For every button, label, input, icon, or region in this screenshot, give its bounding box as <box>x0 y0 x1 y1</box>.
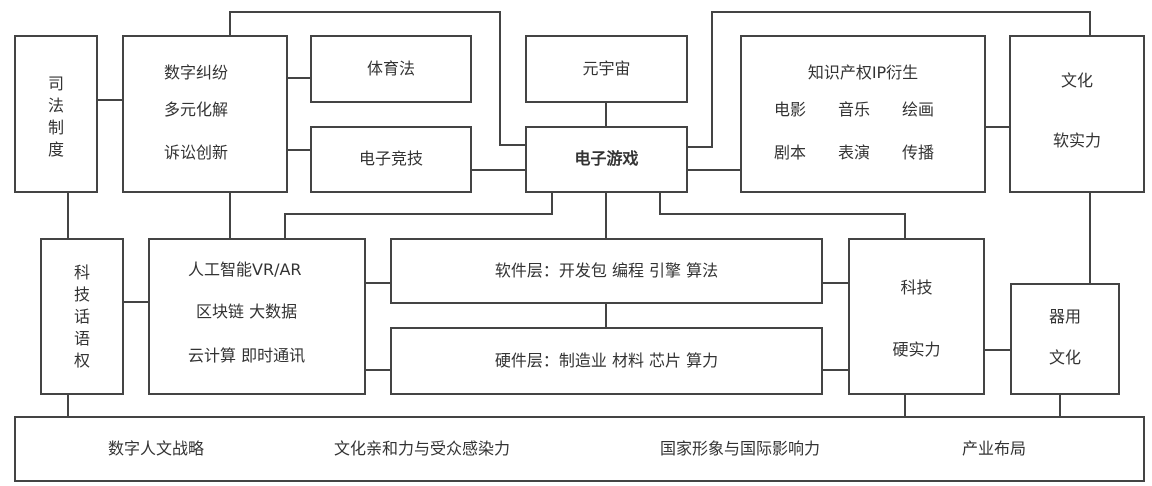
tech-discourse-label: 科技话语权 <box>73 263 90 370</box>
ip-script: 剧本 <box>774 143 807 162</box>
ip-performance: 表演 <box>838 143 871 162</box>
hard-power-line-2: 硬实力 <box>892 340 941 359</box>
legal-system-label: 司法制度 <box>47 74 64 159</box>
utility-line-1: 器用 <box>1048 307 1081 326</box>
digital-disputes-box: 数字纠纷 多元化解 诉讼创新 <box>122 35 288 193</box>
strategy-item-national-image: 国家形象与国际影响力 <box>660 439 821 458</box>
ip-painting: 绘画 <box>902 100 935 119</box>
hardware-layer-box: 硬件层：制造业 材料 芯片 算力 <box>390 327 823 395</box>
tech-discourse-box: 科技话语权 <box>40 238 124 395</box>
strategy-item-digital-humanities: 数字人文战略 <box>108 439 205 458</box>
video-games-label: 电子游戏 <box>574 149 639 168</box>
hard-power-line-1: 科技 <box>900 278 933 297</box>
software-layer-label: 软件层：开发包 编程 引擎 算法 <box>494 261 719 280</box>
digital-line-1: 数字纠纷 <box>164 63 229 82</box>
esports-label: 电子竞技 <box>358 149 423 168</box>
soft-power-line-1: 文化 <box>1060 71 1093 90</box>
cultural-soft-power-box: 文化 软实力 <box>1009 35 1145 193</box>
legal-system-box: 司法制度 <box>14 35 98 193</box>
sports-law-box: 体育法 <box>310 35 472 103</box>
ip-title: 知识产权IP衍生 <box>807 63 919 82</box>
metaverse-label: 元宇宙 <box>582 59 631 78</box>
tech-hard-power-box: 科技 硬实力 <box>848 238 985 395</box>
strategy-item-cultural-affinity: 文化亲和力与受众感染力 <box>334 439 511 458</box>
video-games-box: 电子游戏 <box>525 126 688 193</box>
strategy-bar: 数字人文战略 文化亲和力与受众感染力 国家形象与国际影响力 产业布局 <box>14 416 1145 482</box>
strategy-item-industry-layout: 产业布局 <box>962 439 1027 458</box>
tech-line-1: 人工智能VR/AR <box>188 260 302 279</box>
ip-music: 音乐 <box>838 100 871 119</box>
digital-line-2: 多元化解 <box>164 100 229 119</box>
metaverse-box: 元宇宙 <box>525 35 688 103</box>
software-layer-box: 软件层：开发包 编程 引擎 算法 <box>390 238 823 304</box>
tech-line-3: 云计算 即时通讯 <box>188 346 306 365</box>
esports-box: 电子竞技 <box>310 126 472 193</box>
digital-line-3: 诉讼创新 <box>164 143 229 162</box>
utility-culture-box: 器用 文化 <box>1010 283 1120 395</box>
ip-film: 电影 <box>774 100 807 119</box>
sports-law-label: 体育法 <box>366 59 415 78</box>
hardware-layer-label: 硬件层：制造业 材料 芯片 算力 <box>494 351 719 370</box>
soft-power-line-2: 软实力 <box>1052 131 1101 150</box>
ip-communication: 传播 <box>902 143 935 162</box>
utility-line-2: 文化 <box>1048 348 1081 367</box>
emerging-tech-box: 人工智能VR/AR 区块链 大数据 云计算 即时通讯 <box>148 238 366 395</box>
tech-line-2: 区块链 大数据 <box>196 302 298 321</box>
ip-derivatives-box: 知识产权IP衍生 电影 音乐 绘画 剧本 表演 传播 <box>740 35 986 193</box>
